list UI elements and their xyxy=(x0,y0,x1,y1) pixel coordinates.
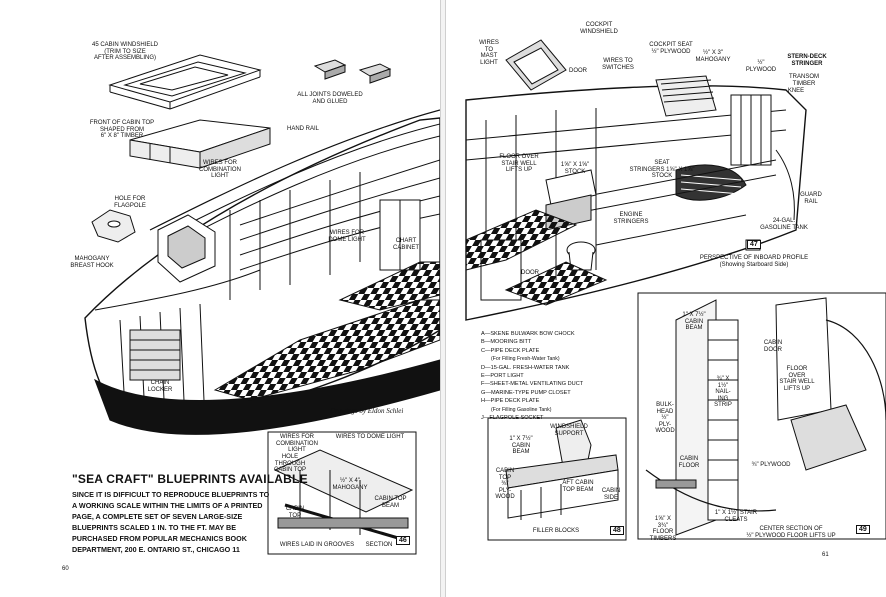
inboard-profile-drawing xyxy=(465,39,886,541)
legend-item: J—FLAGPOLE SOCKET xyxy=(481,415,544,422)
inset46-label-mahogany: ½" X 4" MAHOGANY xyxy=(332,478,368,491)
label-guard-rail: GUARD RAIL xyxy=(800,192,822,205)
label-hole-flagpole: HOLE FOR FLAGPOLE xyxy=(114,196,146,209)
label-mahogany: ½" X 3" MAHOGANY xyxy=(695,50,731,63)
label-cabin-windshield: 45 CABIN WINDSHIELD (TRIM TO SIZE AFTER … xyxy=(91,42,158,61)
label-wires-to-mast-light: WIRES TO MAST LIGHT xyxy=(479,40,499,66)
inset49-label-plywood: ¾" PLYWOOD xyxy=(751,462,791,468)
inset48-label-aft-cabin-top-beam: AFT CABIN TOP BEAM xyxy=(562,480,594,493)
inset46-label-cabin-top-beam: CABIN TOP BEAM xyxy=(374,496,407,509)
label-transom-timber: TRANSOM TIMBER xyxy=(789,74,819,87)
label-chart-cabinet: CHART CABINET xyxy=(392,238,419,251)
inset49-label-cabin-door: CABIN DOOR xyxy=(763,340,783,353)
inset49-label-cabin-floor: CABIN FLOOR xyxy=(678,456,700,469)
label-seat-stringers: SEAT STRINGERS 1⅝" X 1⅝" STOCK xyxy=(629,160,695,179)
label-mahogany-breast-hook: MAHOGANY BREAST HOOK xyxy=(70,256,114,269)
legend-item: A—SKENE BULWARK BOW CHOCK xyxy=(481,331,575,337)
right-page: COCKPIT WINDSHIELD WIRES TO MAST LIGHT W… xyxy=(446,0,886,597)
label-floor-over-stair-well: FLOOR OVER STAIR WELL LIFTS UP xyxy=(499,154,539,173)
blueprints-body: SINCE IT IS DIFFICULT TO REPRODUCE BLUEP… xyxy=(72,490,270,554)
page-gutter xyxy=(440,0,446,597)
label-wires-to-switches: WIRES TO SWITCHES xyxy=(602,58,634,71)
inset49-label-stair-cleats: 1" X 1½" STAIR CLEATS xyxy=(714,510,758,523)
parts-legend: A—SKENE BULWARK BOW CHOCK B—MOORING BITT… xyxy=(481,330,626,422)
inset48-label-windshield-support: WINDSHIELD SUPPORT xyxy=(550,424,588,437)
inset49-label-floor-over-stair: FLOOR OVER STAIR WELL LIFTS UP xyxy=(779,366,815,392)
inset46-label-wires-combination: WIRES FOR COMBINATION LIGHT xyxy=(276,434,318,453)
label-chain-locker: CHAIN LOCKER xyxy=(147,380,173,393)
label-joints-doweled: ALL JOINTS DOWELED AND GLUED xyxy=(297,92,363,105)
inset46-label-section: SECTION xyxy=(365,542,393,548)
label-stock: 1⅝" X 1⅝" STOCK xyxy=(560,162,590,175)
inset46-label-hole-through: HOLE THROUGH CABIN TOP xyxy=(273,454,307,473)
inset46-label-wires-laid: WIRES LAID IN GROOVES xyxy=(279,542,355,548)
figure-number-49: 49 xyxy=(856,525,870,534)
label-wires-dome-light: WIRES FOR DOME LIGHT xyxy=(328,230,366,243)
label-knee: KNEE xyxy=(787,88,805,94)
inset48-label-cabin-beam: 1" X 7½" CABIN BEAM xyxy=(509,436,533,455)
label-front-of-cabin-top: FRONT OF CABIN TOP SHAPED FROM 6" X 8" T… xyxy=(89,120,155,139)
inset49-label-bulkhead: BULK- HEAD ½" PLY- WOOD xyxy=(655,402,675,434)
legend-item-note: (For Filling Fresh-Water Tank) xyxy=(491,356,560,363)
label-perspective-caption: PERSPECTIVE OF INBOARD PROFILE (Showing … xyxy=(699,255,809,268)
inset49-label-center-section: CENTER SECTION OF ½" PLYWOOD FLOOR LIFTS… xyxy=(746,526,836,539)
legend-item: E—PORT LIGHT xyxy=(481,373,524,380)
legend-item: G—MARINE-TYPE PUMP CLOSET xyxy=(481,389,571,396)
inset48-label-cabin-side: CABIN SIDE xyxy=(601,488,621,501)
label-cockpit-windshield: COCKPIT WINDSHIELD xyxy=(580,22,618,35)
inset46-label-cabin-top: CABIN TOP xyxy=(285,506,305,519)
label-gasoline-tank: 24-GAL. GASOLINE TANK xyxy=(760,218,808,231)
page-number-right: 61 xyxy=(822,552,829,558)
page-number-left: 60 xyxy=(62,566,69,572)
inset49-label-nailing-strip: ¾" X 1½" NAIL- ING STRIP xyxy=(714,376,732,408)
label-cockpit-seat: COCKPIT SEAT ½" PLYWOOD xyxy=(649,42,693,55)
label-door-upper: DOOR xyxy=(569,68,587,74)
legend-item: B—MOORING BITT xyxy=(481,339,532,346)
legend-item-note: (For Filling Gasoline Tank) xyxy=(491,406,552,413)
boat-cutaway-drawing xyxy=(84,54,440,555)
legend-item: C—PIPE DECK PLATE xyxy=(481,347,540,354)
drawings-credit: Drawings by Eldon Schlei xyxy=(330,407,404,415)
label-stern-deck-stringer: STERN-DECK STRINGER xyxy=(787,54,827,67)
inset49-label-floor-timbers: 1⅝" X 3¾" FLOOR TIMBERS xyxy=(649,516,677,542)
blueprints-title: "SEA CRAFT" BLUEPRINTS AVAILABLE xyxy=(72,472,308,486)
figure-number-48: 48 xyxy=(610,526,624,535)
inset48-label-cabin-top-ply: CABIN TOP ⅜" PLY- WOOD xyxy=(495,468,515,500)
inset49-label-cabin-beam: 1" X 7½" CABIN BEAM xyxy=(682,312,706,331)
inset46-label-wires-dome: WIRES TO DOME LIGHT xyxy=(335,434,405,440)
figure-number-47: 47 xyxy=(747,240,761,249)
label-wires-combination-light: WIRES FOR COMBINATION LIGHT xyxy=(199,160,241,179)
label-hand-rail: HAND RAIL xyxy=(286,126,319,132)
label-door-lower: DOOR xyxy=(521,270,539,276)
legend-item: F—SHEET-METAL VENTILATING DUCT xyxy=(481,381,584,388)
legend-item: H—PIPE DECK PLATE xyxy=(481,398,540,405)
inset48-label-filler-blocks: FILLER BLOCKS xyxy=(532,528,580,534)
figure-number-46: 46 xyxy=(396,536,410,545)
label-engine-stringers: ENGINE STRINGERS xyxy=(613,212,649,225)
label-plywood: ½" PLYWOOD xyxy=(745,60,777,73)
legend-item: D—15-GAL. FRESH-WATER TANK xyxy=(481,364,570,371)
left-page: 45 CABIN WINDSHIELD (TRIM TO SIZE AFTER … xyxy=(0,0,440,597)
